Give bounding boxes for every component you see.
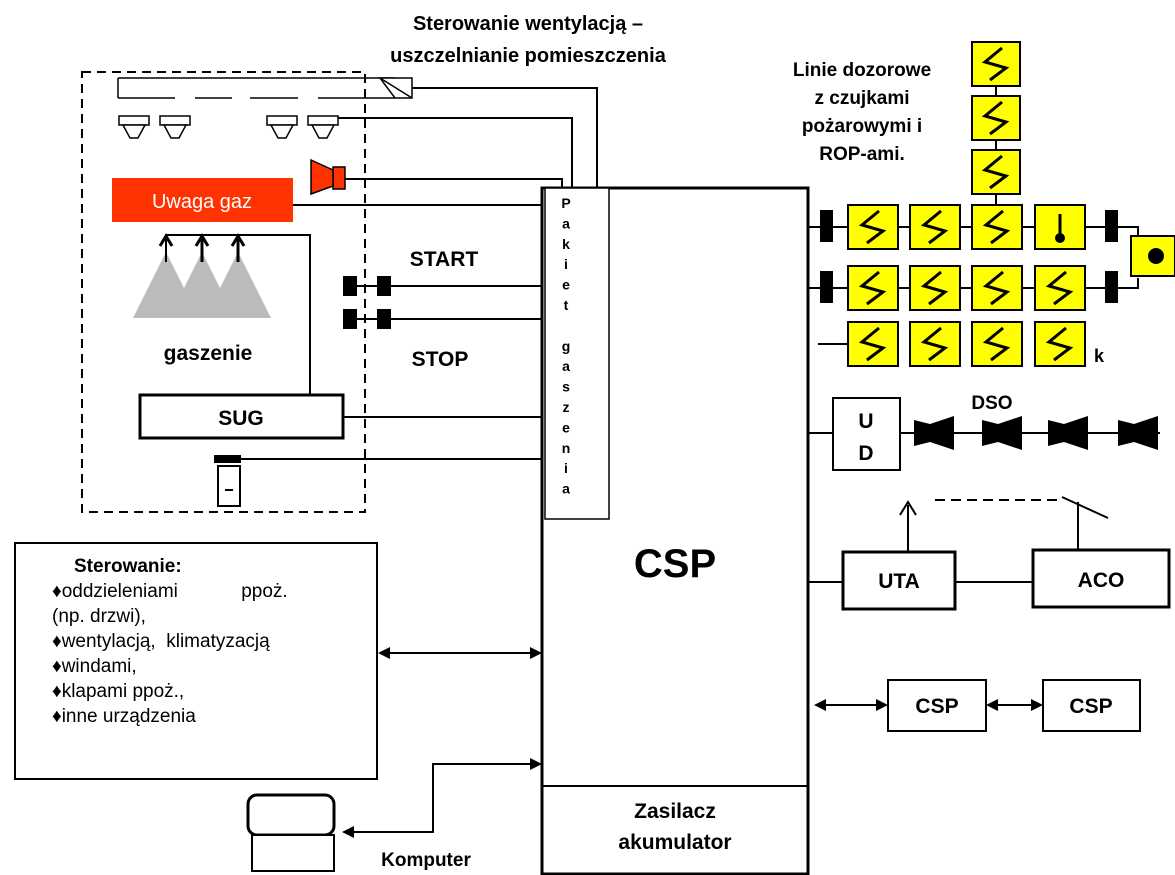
fire-detector-icon — [909, 321, 961, 367]
fire-detector-icon — [909, 204, 961, 250]
uta-label: UTA — [878, 570, 920, 593]
power-supply-label-line1: Zasilacz — [634, 800, 716, 823]
csp-network-links — [814, 699, 1043, 711]
fire-detector-icon — [1034, 265, 1086, 311]
dso-label: DSO — [971, 393, 1012, 414]
extinguishing-pack-box — [544, 187, 610, 520]
fire-detector-icon — [847, 204, 899, 250]
line-end-marker: k — [1094, 346, 1105, 366]
extinguishing-pack-letter: t — [564, 297, 569, 313]
fire-detector-icon — [971, 321, 1023, 367]
aco-label: ACO — [1078, 569, 1125, 592]
ventilation-label-line1: Sterowanie wentylacją – — [413, 13, 643, 35]
aco-box — [1031, 548, 1171, 609]
alarm-siren-icon — [310, 158, 346, 196]
manual-release-device-icon — [214, 455, 241, 507]
control-item: ♦oddzieleniami ppoż. — [52, 581, 288, 602]
gas-discharge-cones — [133, 233, 311, 395]
manual-call-point-icon — [1130, 235, 1175, 277]
computer-label: Komputer — [381, 850, 471, 871]
ceiling-detector — [307, 115, 339, 139]
extinguishing-label: gaszenie — [164, 342, 253, 365]
fire-detector-icon — [909, 265, 961, 311]
extinguishing-pack-letter: a — [562, 481, 570, 497]
speaker-icon — [982, 416, 1022, 450]
start-label: START — [410, 248, 479, 271]
ceiling-detectors — [118, 115, 339, 139]
ceiling-detector — [266, 115, 298, 139]
detector-row-1 — [847, 204, 1086, 250]
ventilation-label-line2: uszczelnianie pomieszczenia — [390, 45, 667, 67]
line-terminators — [820, 210, 1118, 303]
stop-button-icon — [343, 309, 391, 329]
extinguishing-pack-letter: z — [563, 399, 570, 415]
gas-warning-sign — [112, 178, 293, 222]
ventilation-duct — [117, 77, 413, 99]
protected-room-boundary — [81, 71, 366, 513]
csp-main-label: CSP — [634, 542, 716, 586]
stop-label: STOP — [412, 348, 469, 371]
control-item: ♦wentylacją, klimatyzacją — [52, 631, 270, 652]
extinguishing-pack-letter: a — [562, 358, 570, 374]
extinguishing-pack-letter: P — [561, 195, 570, 211]
fire-detector-icon — [971, 41, 1021, 87]
fire-detector-icon — [971, 204, 1023, 250]
extinguishing-pack-letter: e — [562, 419, 570, 435]
detector-row-2 — [847, 265, 1086, 311]
fire-detector-icon — [847, 321, 899, 367]
csp-network-label-2: CSP — [1069, 695, 1112, 718]
csp-network-box-2 — [1042, 679, 1141, 732]
detector-row-3 — [847, 321, 1086, 367]
ceiling-detector — [118, 115, 150, 139]
extinguishing-pack-letter: s — [562, 379, 570, 395]
detection-lines-label-line1: Linie dozorowe — [793, 60, 931, 81]
control-panel-box: Sterowanie: ♦oddzieleniami ppoż. (np. dr… — [14, 542, 378, 780]
heat-detector-icon — [1034, 204, 1086, 250]
fire-detector-icon — [1034, 321, 1086, 367]
extinguishing-pack-letter: k — [562, 236, 570, 252]
gas-warning-label: Uwaga gaz — [152, 191, 252, 213]
sug-box — [138, 393, 345, 440]
detection-lines-label-line4: ROP-ami. — [819, 144, 905, 165]
detector-column — [971, 41, 1021, 195]
control-item: (np. drzwi), — [52, 606, 146, 627]
extinguishing-pack-letter: n — [562, 440, 571, 456]
control-item: ♦klapami ppoż., — [52, 681, 185, 702]
extinguishing-pack-letter: g — [562, 338, 571, 354]
fire-detector-icon — [971, 95, 1021, 141]
sug-label: SUG — [218, 407, 264, 430]
power-supply-label-line2: akumulator — [618, 831, 731, 854]
speaker-icon — [1118, 416, 1158, 450]
detection-lines-label-line2: z czujkami — [814, 88, 909, 109]
control-item: ♦windami, — [52, 656, 137, 677]
dso-speakers — [914, 416, 1158, 450]
ceiling-detector — [159, 115, 191, 139]
fire-detector-icon — [971, 265, 1023, 311]
extinguishing-pack-letter: a — [562, 215, 570, 231]
fire-detector-icon — [847, 265, 899, 311]
control-panel-title: Sterowanie: — [74, 556, 182, 577]
csp-network-box-1 — [887, 679, 987, 732]
control-item: ♦inne urządzenia — [52, 706, 196, 727]
extinguishing-pack-letter: i — [564, 256, 568, 272]
control-panel-link — [378, 647, 542, 659]
speaker-icon — [914, 416, 954, 450]
fire-detector-icon — [971, 149, 1021, 195]
ud-label-d: D — [858, 442, 873, 465]
computer-icon — [246, 793, 336, 872]
csp-network-label-1: CSP — [915, 695, 958, 718]
start-button-icon — [343, 276, 391, 296]
uta-box — [841, 550, 957, 611]
room-wiring — [241, 87, 598, 460]
fire-brigade-switch — [899, 496, 1109, 552]
speaker-icon — [1048, 416, 1088, 450]
extinguishing-pack-letter: i — [564, 460, 568, 476]
extinguishing-pack-letter: e — [562, 277, 570, 293]
detection-lines-label-line3: pożarowymi i — [802, 116, 922, 137]
computer-link — [342, 758, 542, 838]
ud-label-u: U — [858, 410, 873, 433]
